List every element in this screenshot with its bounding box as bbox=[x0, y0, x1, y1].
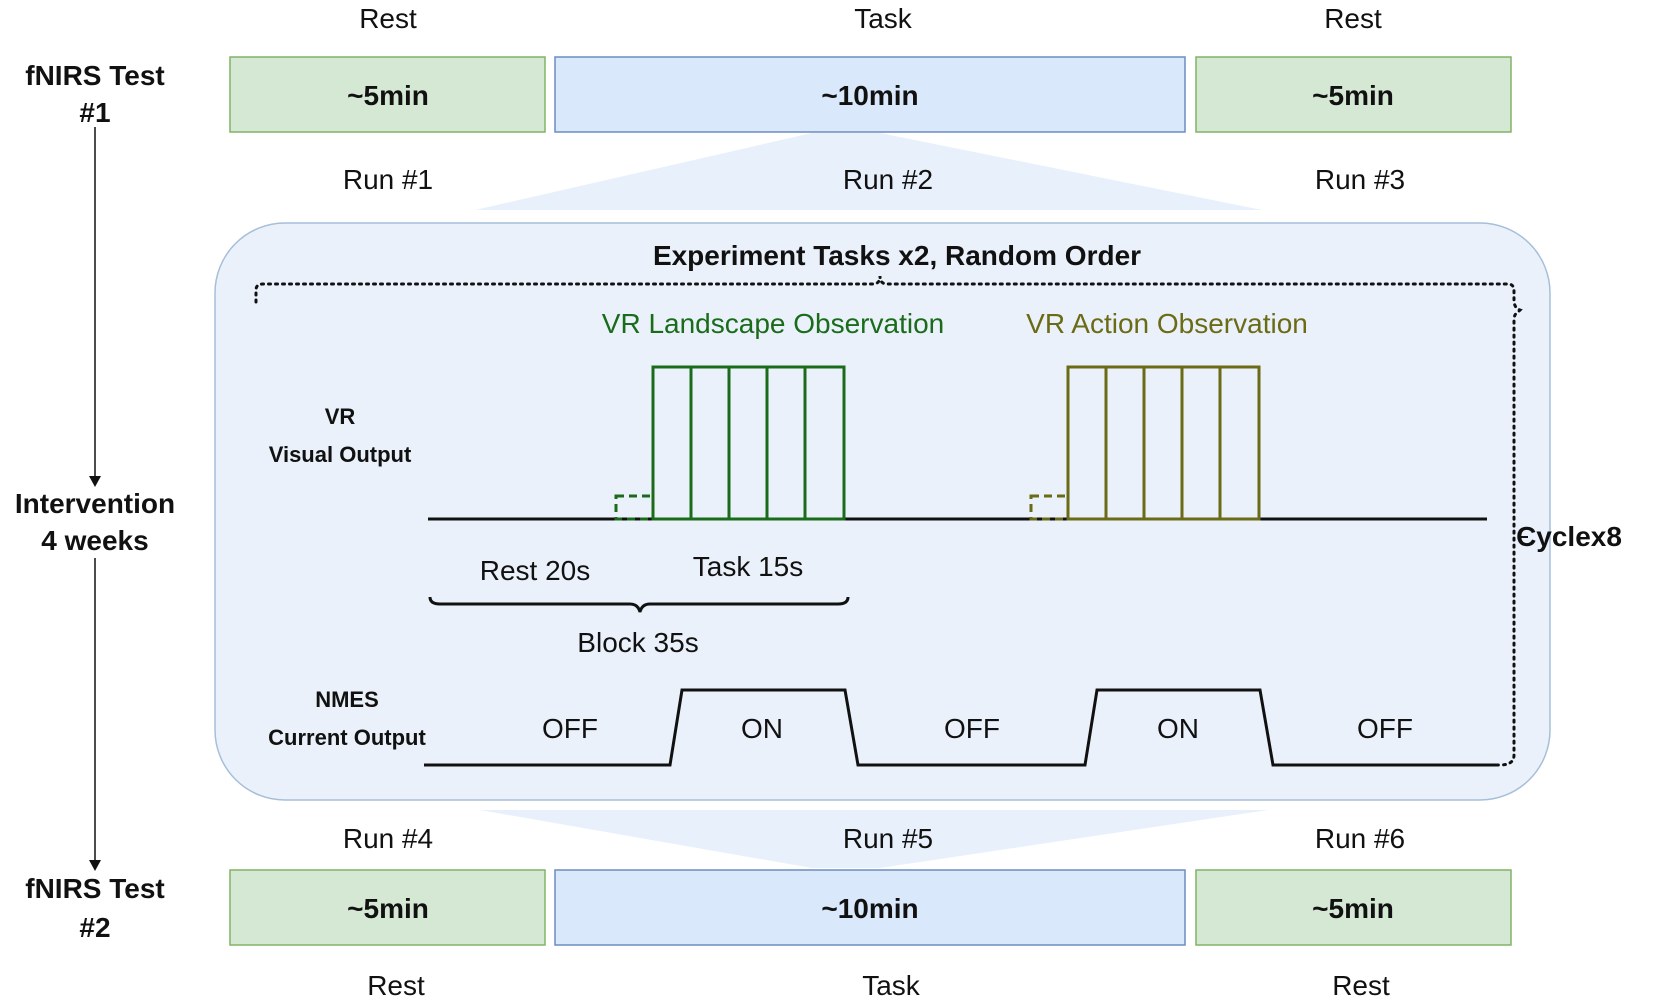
landscape-stim-frame bbox=[651, 365, 846, 521]
cycle-bracket bbox=[254, 275, 1523, 767]
run-1-label: Run #1 bbox=[343, 164, 433, 195]
task2-name: VR Action Observation bbox=[1026, 308, 1308, 339]
nmes-label-line1: NMES bbox=[315, 687, 379, 712]
action-stim-block bbox=[1066, 365, 1261, 521]
zoom-wedge-top bbox=[475, 133, 1262, 210]
top-duration-2: ~10min bbox=[821, 80, 918, 111]
block-duration-label: Block 35s bbox=[577, 627, 698, 658]
run-5-label: Run #5 bbox=[843, 823, 933, 854]
bottom-duration-1: ~5min bbox=[347, 893, 429, 924]
task-duration-label: Task 15s bbox=[693, 551, 804, 582]
bottom-phase-2-label: Task bbox=[862, 970, 921, 1001]
test2-label-line2: #2 bbox=[79, 912, 110, 943]
bottom-task-box bbox=[554, 869, 1186, 946]
bottom-phase-3-label: Rest bbox=[1332, 970, 1390, 1001]
test1-label-line1: fNIRS Test bbox=[25, 60, 165, 91]
vr-label-line2: Visual Output bbox=[269, 442, 412, 467]
bottom-rest-box-1 bbox=[229, 869, 546, 946]
zoom-wedge-bottom bbox=[480, 810, 1268, 868]
top-task-box bbox=[554, 56, 1186, 133]
top-phase-1-label: Rest bbox=[359, 3, 417, 34]
top-rest-box-1 bbox=[229, 56, 546, 133]
top-rest-box-2 bbox=[1195, 56, 1512, 133]
action-stim-frame bbox=[1066, 365, 1261, 521]
intervention-line2: 4 weeks bbox=[41, 525, 148, 556]
vr-label-line1: VR bbox=[325, 404, 356, 429]
arrowhead-1 bbox=[89, 476, 101, 487]
landscape-stim-block bbox=[651, 365, 846, 521]
experiment-title: Experiment Tasks x2, Random Order bbox=[653, 240, 1141, 271]
nmes-state-4: ON bbox=[1157, 713, 1199, 744]
nmes-state-2: ON bbox=[741, 713, 783, 744]
nmes-state-1: OFF bbox=[542, 713, 598, 744]
bottom-duration-2: ~10min bbox=[821, 893, 918, 924]
nmes-state-5: OFF bbox=[1357, 713, 1413, 744]
cycle-label: Cyclex8 bbox=[1516, 521, 1622, 552]
arrowhead-2 bbox=[89, 860, 101, 871]
run-4-label: Run #4 bbox=[343, 823, 433, 854]
nmes-waveform bbox=[424, 688, 1497, 767]
top-phase-2-label: Task bbox=[854, 3, 913, 34]
nmes-label-line2: Current Output bbox=[268, 725, 426, 750]
top-duration-3: ~5min bbox=[1312, 80, 1394, 111]
test1-label-line2: #1 bbox=[79, 97, 110, 128]
nmes-state-3: OFF bbox=[944, 713, 1000, 744]
test2-label-line1: fNIRS Test bbox=[25, 873, 165, 904]
run-3-label: Run #3 bbox=[1315, 164, 1405, 195]
top-duration-1: ~5min bbox=[347, 80, 429, 111]
intervention-line1: Intervention bbox=[15, 488, 175, 519]
landscape-stim-pre-dashed bbox=[614, 494, 655, 521]
bottom-rest-box-2 bbox=[1195, 869, 1512, 946]
run-2-label: Run #2 bbox=[843, 164, 933, 195]
run-6-label: Run #6 bbox=[1315, 823, 1405, 854]
rest-duration-label: Rest 20s bbox=[480, 555, 591, 586]
task1-name: VR Landscape Observation bbox=[602, 308, 944, 339]
top-phase-3-label: Rest bbox=[1324, 3, 1382, 34]
action-stim-pre-dashed bbox=[1029, 494, 1070, 521]
bottom-phase-1-label: Rest bbox=[367, 970, 425, 1001]
bottom-duration-3: ~5min bbox=[1312, 893, 1394, 924]
block-brace bbox=[428, 596, 850, 613]
